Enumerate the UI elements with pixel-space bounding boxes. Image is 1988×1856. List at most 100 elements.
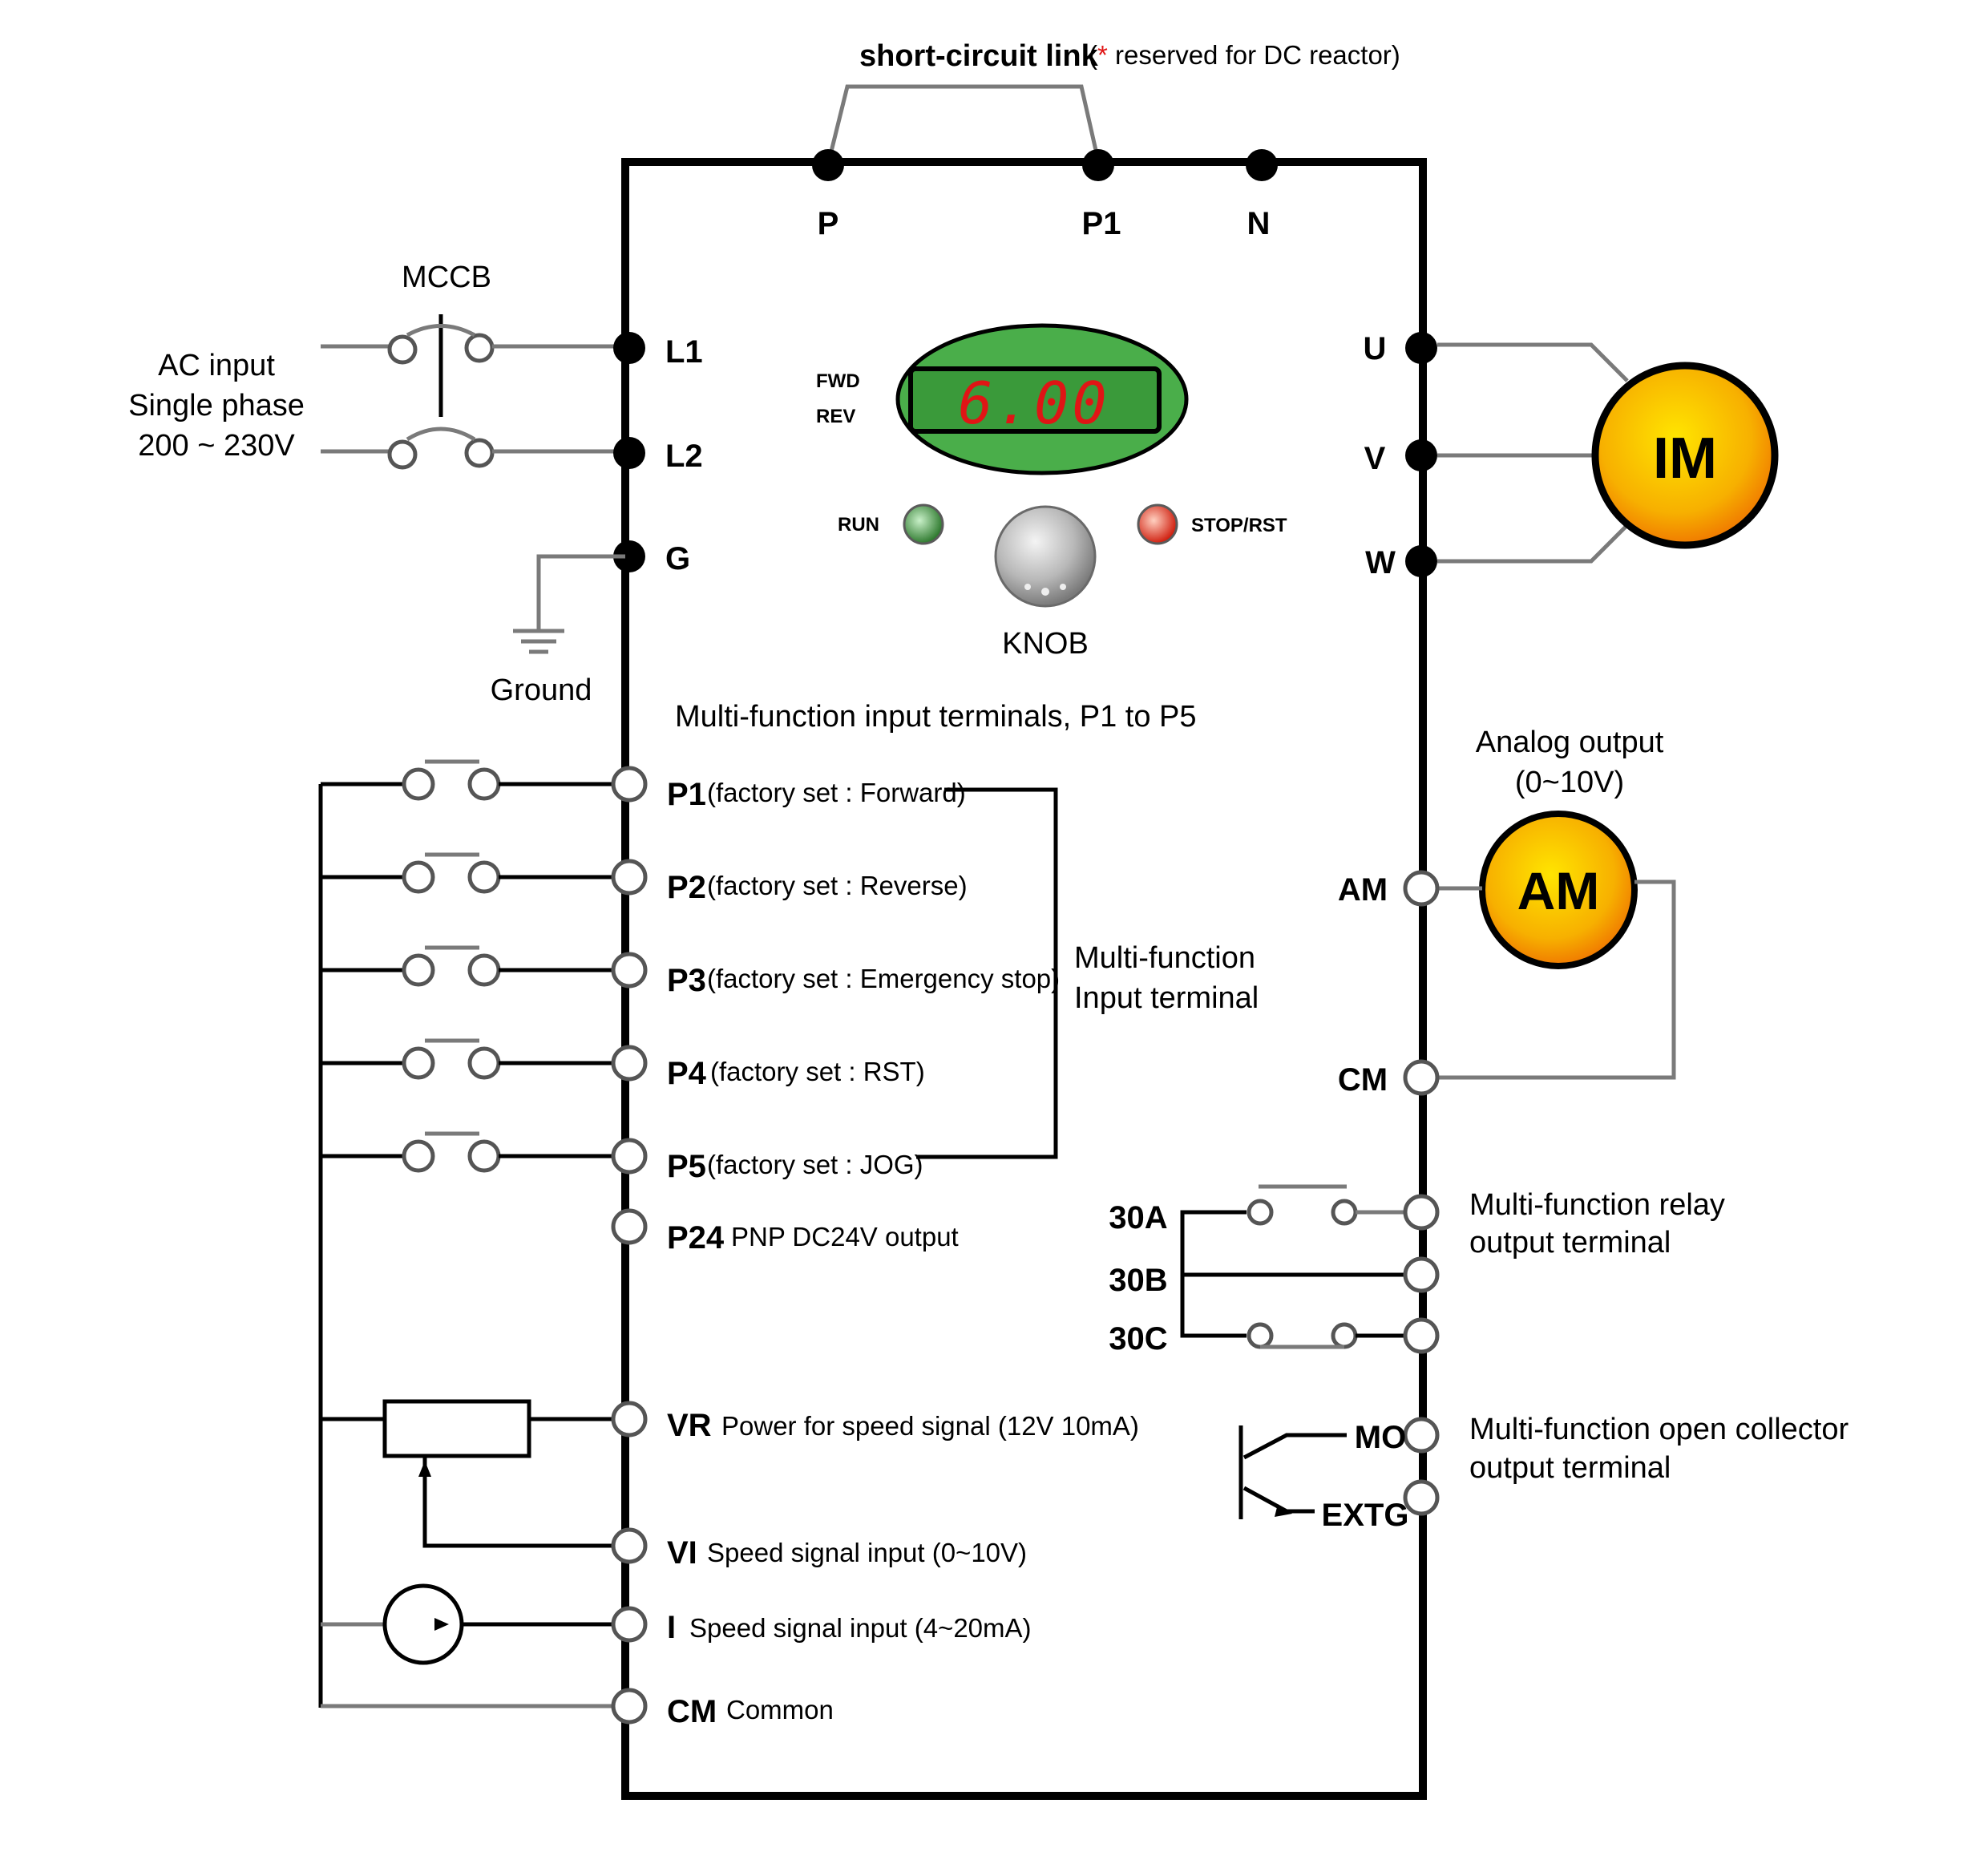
terminal-label: L1: [665, 334, 703, 370]
keypad-display: 6.00: [895, 323, 1189, 475]
motor-wire-u: [1437, 342, 1629, 382]
input-row-p5: P5(factory set : JOG): [321, 1131, 923, 1184]
terminal-description: Speed signal input (4~20mA): [689, 1613, 1032, 1643]
frequency-readout: 6.00: [958, 370, 1109, 437]
ground-icon: [513, 554, 625, 654]
terminal-extg: EXTG: [1322, 1479, 1440, 1533]
terminal-label: 30A: [1109, 1200, 1167, 1235]
terminal-label: VR: [667, 1408, 712, 1443]
terminal-label: CM: [1338, 1062, 1388, 1098]
run-button[interactable]: [903, 503, 944, 545]
input-bracket: [916, 787, 1058, 1159]
terminal-label: P2: [667, 870, 706, 905]
dc-terminal-n: N: [1246, 149, 1278, 241]
open-collector-label-line1: Multi-function open collector: [1469, 1413, 1849, 1446]
terminal-label: I: [667, 1610, 676, 1645]
terminal-description: (factory set : RST): [710, 1057, 925, 1086]
reserved-dc-reactor-note: (* reserved for DC reactor): [1089, 40, 1400, 70]
terminal-label: MO: [1355, 1420, 1406, 1455]
knob-label: KNOB: [1002, 627, 1089, 661]
meter-label: AM: [1517, 861, 1600, 920]
terminal-label: 30C: [1109, 1321, 1167, 1357]
terminal-description: Common: [726, 1695, 834, 1725]
motor-label: IM: [1653, 427, 1717, 491]
analog-output-title2: (0~10V): [1515, 766, 1624, 799]
dc-terminal-p: P: [812, 149, 844, 241]
terminal-w: W: [1365, 545, 1437, 580]
meter-return-wire: [1437, 879, 1676, 1080]
relay-label-line1: Multi-function relay: [1469, 1188, 1725, 1222]
ac-input-line1: AC input: [158, 349, 275, 382]
stop-reset-button-label: STOP/RST: [1191, 515, 1287, 536]
ammeter-source-icon: [321, 1583, 613, 1665]
relay-contacts: [1180, 1184, 1407, 1349]
terminal-vi: VI Speed signal input (0~10V): [611, 1527, 1027, 1571]
terminal-label: P5: [667, 1149, 706, 1184]
terminal-mo: MO: [1355, 1417, 1440, 1455]
input-terminal-group: P1(factory set : Forward)P2(factory set …: [321, 759, 1060, 1184]
terminal-p1: [611, 766, 648, 803]
ground-label: Ground: [491, 673, 592, 707]
terminal-label: AM: [1338, 872, 1388, 908]
ac-input-line2: Single phase: [128, 389, 305, 423]
dc-terminal-p1: P1: [1082, 149, 1121, 241]
input-row-p1: P1(factory set : Forward): [321, 759, 966, 812]
terminal-label: P24: [667, 1220, 725, 1256]
terminal-l1: L1: [613, 332, 703, 370]
terminal-30b: 30B: [1109, 1256, 1440, 1298]
relay-label-line2: output terminal: [1469, 1226, 1671, 1260]
analog-meter: AM: [1479, 811, 1638, 969]
mccb-label: MCCB: [402, 261, 491, 294]
dc-terminal-label: P: [818, 206, 839, 241]
analog-output-title1: Analog output: [1476, 726, 1664, 759]
terminal-p3: [611, 952, 648, 989]
terminal-description: PNP DC24V output: [731, 1222, 959, 1251]
reserved-note-open: (: [1089, 40, 1097, 70]
run-button-label: RUN: [838, 514, 879, 536]
terminal-l2: L2: [613, 437, 703, 474]
multi-input-title: Multi-function input terminals, P1 to P5: [675, 700, 1197, 734]
fwd-indicator-label: FWD: [816, 370, 860, 392]
motor-wire-w: [1437, 524, 1629, 564]
terminal-30c: 30C: [1109, 1317, 1440, 1357]
frequency-knob[interactable]: [994, 505, 1097, 608]
terminal-u: U: [1364, 331, 1437, 366]
reserved-note-text: reserved for DC reactor): [1108, 40, 1400, 70]
dc-terminal-label: N: [1247, 206, 1271, 241]
terminal-cm-out: CM: [1338, 1059, 1440, 1098]
stop-reset-button[interactable]: [1137, 503, 1178, 545]
mccb-breaker: [321, 314, 625, 470]
terminal-p4: [611, 1045, 648, 1082]
terminal-am: AM: [1338, 870, 1440, 908]
terminal-30a: 30A: [1109, 1194, 1440, 1235]
bracket-label-line1: Multi-function: [1074, 941, 1255, 975]
terminal-description: (factory set : JOG): [707, 1150, 923, 1179]
terminal-p2: [611, 859, 648, 896]
terminal-label: G: [665, 541, 690, 576]
terminal-label: P4: [667, 1056, 707, 1091]
input-row-p2: P2(factory set : Reverse): [321, 852, 968, 905]
rev-indicator-label: REV: [816, 406, 855, 427]
terminal-label: EXTG: [1322, 1498, 1409, 1533]
potentiometer: [321, 1399, 613, 1548]
terminal-label: VI: [667, 1535, 697, 1571]
terminal-label: U: [1364, 331, 1387, 366]
transistor-icon: [1238, 1425, 1411, 1519]
terminal-description: (factory set : Reverse): [707, 871, 968, 900]
terminal-i: I Speed signal input (4~20mA): [611, 1606, 1032, 1645]
terminal-label: V: [1364, 441, 1386, 476]
terminal-label: W: [1365, 545, 1396, 580]
short-circuit-link-label: short-circuit link: [859, 39, 1099, 73]
input-row-p3: P3(factory set : Emergency stop): [321, 945, 1060, 998]
terminal-label: 30B: [1109, 1263, 1167, 1298]
terminal-label: CM: [667, 1694, 717, 1729]
terminal-description: Speed signal input (0~10V): [707, 1538, 1027, 1567]
open-collector-label-line2: output terminal: [1469, 1451, 1671, 1485]
induction-motor: IM: [1591, 362, 1779, 549]
terminal-description: (factory set : Emergency stop): [707, 964, 1060, 993]
dc-terminal-label: P1: [1082, 206, 1121, 241]
input-row-p4: P4(factory set : RST): [321, 1038, 925, 1091]
terminal-description: Power for speed signal (12V 10mA): [721, 1411, 1139, 1441]
short-circuit-link-wire: [826, 84, 1101, 165]
